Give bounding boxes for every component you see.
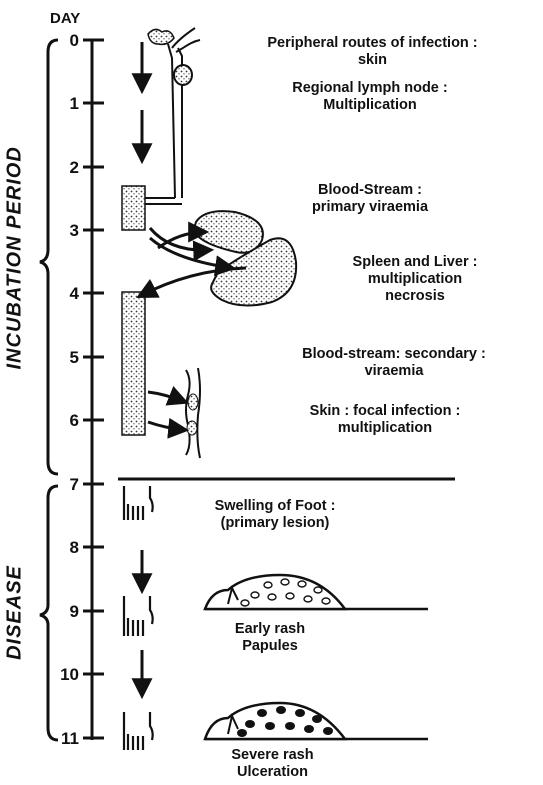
stage-skin-focal-infection: Skin : focal infection : multiplication bbox=[245, 403, 525, 437]
disease-label: DISEASE bbox=[4, 558, 27, 668]
stage-foot-swelling: Swelling of Foot : (primary lesion) bbox=[175, 498, 375, 532]
day-label-2: 2 bbox=[49, 159, 79, 176]
stage-lymph-node: Regional lymph node : Multiplication bbox=[220, 80, 520, 114]
early-rash-mound bbox=[205, 575, 428, 609]
time-axis bbox=[83, 40, 104, 740]
severe-rash-mound bbox=[205, 703, 428, 739]
day-label-4: 4 bbox=[49, 285, 79, 302]
skin-segment bbox=[186, 368, 200, 458]
skin-inoculation-site bbox=[148, 29, 174, 44]
day-label-10: 10 bbox=[49, 666, 79, 683]
incubation-period-label: INCUBATION PERIOD bbox=[4, 150, 27, 370]
secondary-bloodstream bbox=[122, 292, 145, 435]
day-axis-header: DAY bbox=[50, 10, 80, 27]
day-label-5: 5 bbox=[49, 349, 79, 366]
day-label-6: 6 bbox=[49, 412, 79, 429]
primary-bloodstream bbox=[122, 186, 145, 230]
day-label-8: 8 bbox=[49, 539, 79, 556]
stage-secondary-viraemia: Blood-stream: secondary : viraemia bbox=[245, 346, 543, 380]
day-label-11: 11 bbox=[49, 730, 79, 747]
day-label-1: 1 bbox=[49, 95, 79, 112]
stage-spleen-liver: Spleen and Liver : multiplication necros… bbox=[300, 254, 530, 305]
day-label-0: 0 bbox=[49, 32, 79, 49]
stage-severe-rash: Severe rash Ulceration bbox=[210, 747, 335, 781]
foot-lesion-day11 bbox=[124, 712, 153, 750]
foot-lesion-day9 bbox=[124, 596, 153, 636]
day-label-9: 9 bbox=[49, 603, 79, 620]
stage-primary-viraemia: Blood-Stream : primary viraemia bbox=[270, 182, 470, 216]
lymph-node bbox=[174, 65, 192, 85]
stage-early-rash: Early rash Papules bbox=[210, 621, 330, 655]
day-label-3: 3 bbox=[49, 222, 79, 239]
day-label-7: 7 bbox=[49, 476, 79, 493]
stage-peripheral-infection: Peripheral routes of infection : skin bbox=[205, 35, 540, 69]
lymph-vessel bbox=[145, 28, 200, 204]
foot-lesion-day7 bbox=[124, 486, 153, 520]
